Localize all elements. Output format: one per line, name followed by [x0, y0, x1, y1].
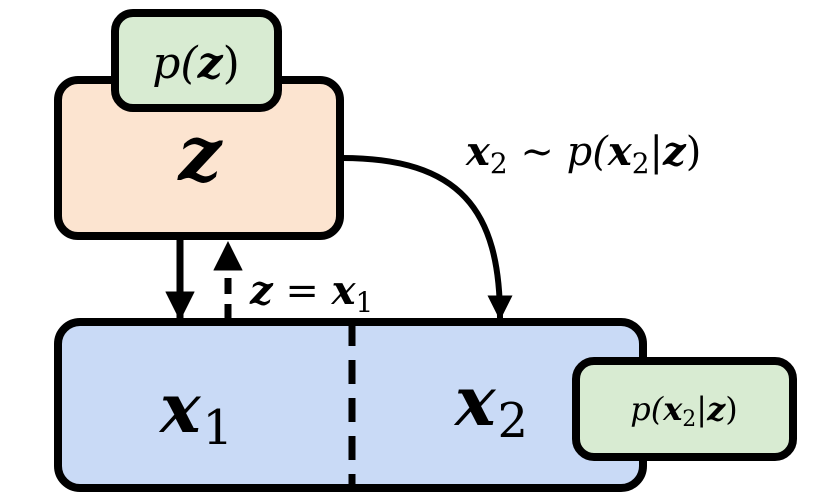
arrow-z-to-x2: [341, 155, 513, 321]
sample-label: x2 ∼ p(x2|z): [465, 128, 701, 180]
prior-label: p(z): [152, 38, 240, 89]
conditional-box-rect: [572, 357, 797, 461]
assign-label: z = x1: [249, 267, 373, 319]
x1-label: x1: [158, 369, 233, 456]
latent-box: z: [54, 76, 344, 240]
latent-label: z: [176, 109, 223, 198]
conditional-label: p(x2|z): [630, 390, 737, 432]
prior-box-rect: [111, 9, 282, 112]
observed-box: x1 x2: [54, 318, 647, 492]
conditional-box: p(x2|z): [572, 357, 797, 461]
prior-box: p(z): [111, 9, 282, 112]
x2-label: x2: [453, 362, 528, 449]
